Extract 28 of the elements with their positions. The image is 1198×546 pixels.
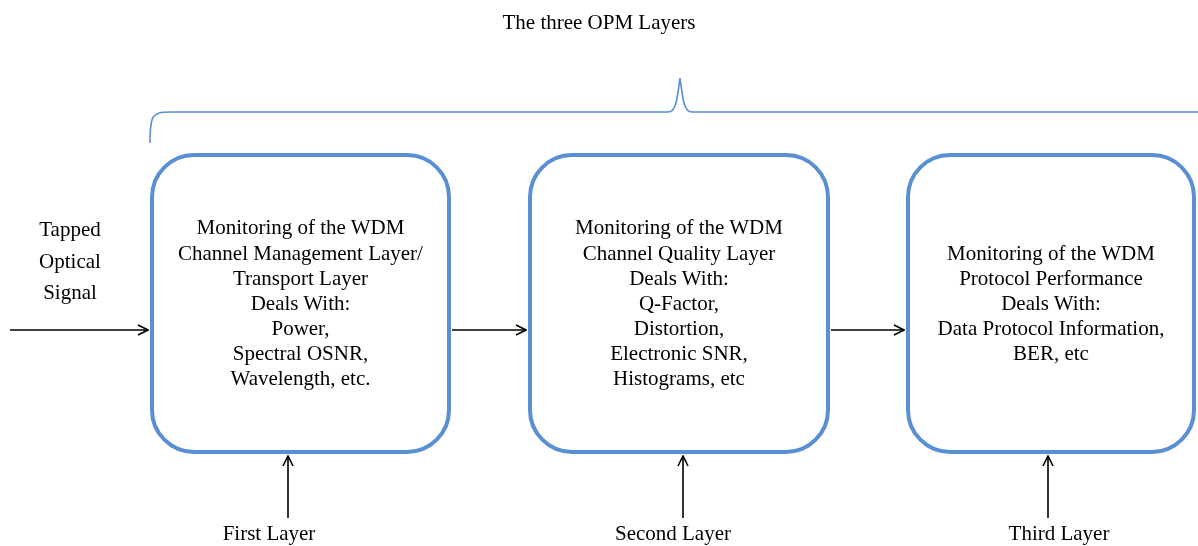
box-text: Deals With: [250, 290, 351, 317]
box-text: Wavelength, etc. [230, 366, 371, 392]
arrow [830, 324, 905, 336]
box-text: Electronic SNR, [610, 341, 748, 367]
process-box [150, 153, 451, 454]
layer-label: Second Layer [598, 520, 748, 546]
box-text: Q-Factor, [638, 290, 720, 317]
arrow [9, 324, 149, 336]
box-text: Data Protocol Information, [937, 316, 1165, 342]
box-text: Monitoring of the WDM Channel Quality Layer [574, 215, 784, 266]
box-text: Deals With: [629, 265, 729, 291]
diagram-title: The three OPM Layers [501, 10, 697, 35]
box-text: Histograms, etc [613, 366, 745, 392]
process-box [528, 153, 830, 454]
box-text: Monitoring of the WDM Channel Management Layer/ Transport Layer [177, 215, 424, 291]
box-text: Distortion, [633, 316, 725, 342]
arrow [1042, 455, 1054, 519]
box-text: Power, [271, 316, 330, 342]
arrow [677, 455, 689, 519]
box-text: BER, etc [1013, 341, 1089, 367]
layer-label: First Layer [208, 520, 330, 546]
box-text: Monitoring of the WDM Protocol Performance [946, 240, 1156, 291]
box-text: Deals With: [1001, 290, 1101, 317]
arrow [451, 324, 527, 336]
box-text: Spectral OSNR, [232, 341, 369, 367]
layer-label: Third Layer [994, 520, 1124, 546]
process-box [906, 153, 1196, 454]
arrow [282, 455, 294, 519]
